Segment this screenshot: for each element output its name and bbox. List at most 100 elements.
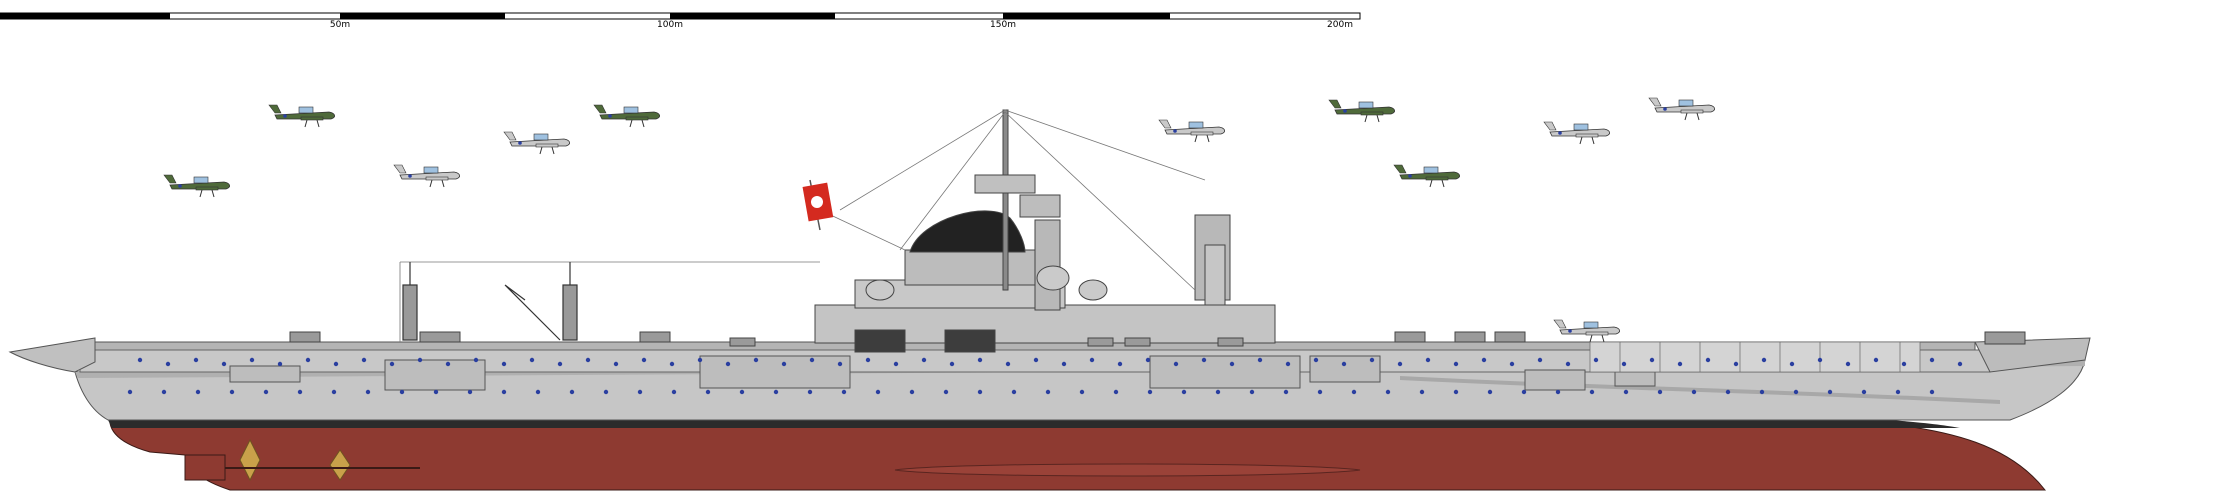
- porthole: [569, 389, 575, 395]
- dive-bomber-plane: [163, 174, 230, 198]
- porthole: [1623, 389, 1629, 395]
- porthole: [365, 389, 371, 395]
- porthole: [1861, 389, 1867, 395]
- porthole: [361, 357, 367, 363]
- porthole: [249, 357, 255, 363]
- porthole: [1147, 389, 1153, 395]
- porthole: [1691, 389, 1697, 395]
- stern-section: [1974, 337, 2091, 373]
- porthole: [1113, 389, 1119, 395]
- porthole: [127, 389, 133, 395]
- porthole: [557, 361, 563, 367]
- porthole: [725, 361, 731, 367]
- scale-label-200m: 200m: [1327, 20, 1353, 30]
- porthole: [641, 357, 647, 363]
- porthole: [697, 357, 703, 363]
- porthole: [1397, 361, 1403, 367]
- hull-bulge: [894, 463, 1361, 477]
- porthole: [875, 389, 881, 395]
- porthole: [1901, 361, 1907, 367]
- aircraft-group: [163, 97, 1715, 343]
- porthole: [501, 389, 507, 395]
- dive-bomber-plane: [393, 164, 460, 188]
- porthole: [1761, 357, 1767, 363]
- porthole: [229, 389, 235, 395]
- porthole: [1733, 361, 1739, 367]
- scale-label-100m: 100m: [657, 20, 683, 30]
- porthole: [1621, 361, 1627, 367]
- porthole: [193, 357, 199, 363]
- porthole: [1537, 357, 1543, 363]
- propellers: [184, 438, 420, 482]
- porthole: [165, 361, 171, 367]
- porthole: [753, 357, 759, 363]
- porthole: [1033, 357, 1039, 363]
- porthole: [1285, 361, 1291, 367]
- porthole: [909, 389, 915, 395]
- porthole: [807, 389, 813, 395]
- porthole: [949, 361, 955, 367]
- porthole: [603, 389, 609, 395]
- porthole: [1181, 389, 1187, 395]
- porthole: [1117, 361, 1123, 367]
- dive-bomber-plane: [268, 104, 335, 128]
- porthole: [1705, 357, 1711, 363]
- porthole: [331, 389, 337, 395]
- porthole: [1725, 389, 1731, 395]
- stern-hangar-framework: [1589, 341, 1921, 373]
- porthole: [137, 357, 143, 363]
- porthole: [529, 357, 535, 363]
- porthole: [739, 389, 745, 395]
- porthole: [1351, 389, 1357, 395]
- porthole: [669, 361, 675, 367]
- porthole: [433, 389, 439, 395]
- dive-bomber-plane: [593, 104, 660, 128]
- porthole: [1649, 357, 1655, 363]
- porthole: [417, 357, 423, 363]
- porthole: [781, 361, 787, 367]
- porthole: [1593, 357, 1599, 363]
- porthole: [613, 361, 619, 367]
- porthole: [1521, 389, 1527, 395]
- deck-cranes: [402, 262, 578, 341]
- fighter-plane: [1158, 119, 1225, 143]
- porthole: [705, 389, 711, 395]
- porthole: [893, 361, 899, 367]
- porthole: [1873, 357, 1879, 363]
- porthole: [637, 389, 643, 395]
- porthole: [1257, 357, 1263, 363]
- hull-boot-top: [108, 420, 1960, 428]
- porthole: [773, 389, 779, 395]
- porthole: [1419, 389, 1425, 395]
- porthole: [1061, 361, 1067, 367]
- porthole: [1317, 389, 1323, 395]
- scale-label-50m: 50m: [329, 20, 351, 30]
- porthole: [1369, 357, 1375, 363]
- porthole: [1249, 389, 1255, 395]
- porthole: [977, 389, 983, 395]
- porthole: [1079, 389, 1085, 395]
- porthole: [399, 389, 405, 395]
- porthole: [1565, 361, 1571, 367]
- porthole: [671, 389, 677, 395]
- porthole: [837, 361, 843, 367]
- porthole: [943, 389, 949, 395]
- porthole: [1677, 361, 1683, 367]
- porthole: [1215, 389, 1221, 395]
- porthole: [263, 389, 269, 395]
- porthole: [1929, 389, 1935, 395]
- dive-bomber-plane: [503, 131, 570, 155]
- porthole: [1011, 389, 1017, 395]
- porthole: [1453, 361, 1459, 367]
- porthole: [473, 357, 479, 363]
- porthole: [1481, 357, 1487, 363]
- porthole: [1657, 389, 1663, 395]
- fighter-plane: [1543, 121, 1610, 145]
- deck-aa-guns: [289, 331, 2026, 347]
- mast-rigging: [399, 109, 1206, 342]
- porthole: [1509, 361, 1515, 367]
- scale-label-150m: 150m: [990, 20, 1016, 30]
- porthole: [921, 357, 927, 363]
- porthole: [1229, 361, 1235, 367]
- porthole: [333, 361, 339, 367]
